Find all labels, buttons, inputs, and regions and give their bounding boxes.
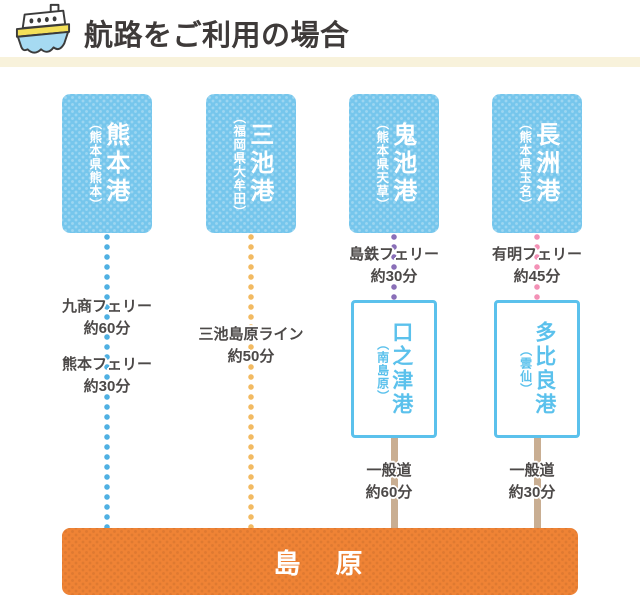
route-duration: 約60分 (83, 319, 131, 337)
destination-label: 島 原 (273, 549, 367, 579)
port-name: 長洲港 (531, 121, 559, 206)
road-duration: 約30分 (508, 483, 556, 501)
port-box-nagasu: 長洲港 （熊本県玉名） (492, 94, 582, 233)
port-note: （福岡県大牟田） (231, 110, 246, 219)
port-name: 鬼池港 (388, 121, 416, 206)
route-label-kumamoto-ferry: 熊本フェリー 約30分 (37, 354, 177, 398)
road-duration: 約60分 (365, 483, 413, 501)
route-duration: 約45分 (513, 267, 561, 285)
via-box-text: 多比良港 （雲仙） (518, 321, 556, 417)
route-duration: 約30分 (370, 267, 418, 285)
via-port-box-kuchinotsu: 口之津港 （南島原） (351, 300, 437, 438)
road-label-kuchinotsu: 一般道 約60分 (339, 460, 439, 504)
ferry-line-oniike (391, 233, 397, 305)
route-label-kyusho-ferry: 九商フェリー 約60分 (37, 296, 177, 340)
route-label-shimatetsu-ferry: 島鉄フェリー 約30分 (324, 244, 464, 288)
port-name: 多比良港 (532, 321, 556, 417)
port-box-text: 鬼池港 （熊本県天草） (373, 115, 416, 212)
port-box-kumamoto: 熊本港 （熊本県熊本） (62, 94, 152, 233)
port-note: （雲仙） (518, 344, 533, 396)
route-name: 熊本フェリー (61, 356, 152, 373)
route-duration: 約30分 (83, 377, 131, 395)
port-box-miike: 三池港 （福岡県大牟田） (206, 94, 296, 233)
ship-icon (12, 2, 74, 58)
via-port-box-taira: 多比良港 （雲仙） (494, 300, 580, 438)
route-name: 三池島原ライン (198, 326, 304, 343)
port-name: 熊本港 (101, 121, 129, 206)
port-note: （南島原） (375, 337, 390, 403)
port-name: 三池港 (245, 121, 273, 206)
route-name: 島鉄フェリー (348, 246, 439, 263)
route-duration: 約50分 (227, 347, 275, 365)
road-name: 一般道 (509, 462, 555, 479)
ferry-line-kumamoto (104, 233, 110, 528)
ferry-line-nagasu (534, 233, 540, 305)
route-label-ariake-ferry: 有明フェリー 約45分 (467, 244, 607, 288)
port-note: （熊本県玉名） (517, 117, 532, 212)
route-name: 有明フェリー (491, 246, 582, 263)
port-box-text: 長洲港 （熊本県玉名） (516, 115, 559, 212)
via-box-text: 口之津港 （南島原） (375, 321, 413, 417)
port-note: （熊本県天草） (374, 117, 389, 212)
port-box-oniike: 鬼池港 （熊本県天草） (349, 94, 439, 233)
header-divider (0, 57, 640, 67)
port-box-text: 熊本港 （熊本県熊本） (86, 115, 129, 212)
destination-bar: 島 原 (62, 528, 578, 595)
route-label-miike-shimabara-line: 三池島原ライン 約50分 (171, 324, 331, 368)
route-name: 九商フェリー (61, 298, 152, 315)
road-line-taira (534, 438, 541, 528)
road-label-taira: 一般道 約30分 (482, 460, 582, 504)
page-title: 航路をご利用の場合 (84, 20, 350, 52)
road-name: 一般道 (366, 462, 412, 479)
port-name: 口之津港 (389, 321, 413, 417)
port-note: （熊本県熊本） (87, 117, 102, 212)
port-box-text: 三池港 （福岡県大牟田） (230, 109, 273, 219)
road-line-kuchinotsu (391, 438, 398, 528)
ferry-line-miike (248, 233, 254, 528)
